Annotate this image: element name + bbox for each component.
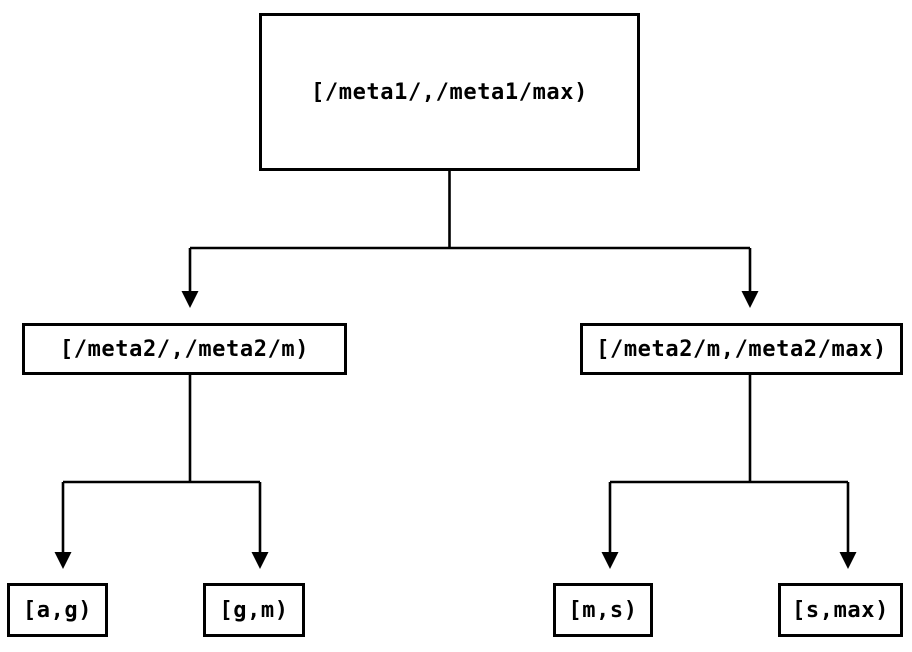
arrowhead-down-icon	[54, 552, 72, 569]
tree-node-right-child-label: [/meta2/m,/meta2/max)	[596, 336, 887, 362]
arrowhead-down-icon	[251, 552, 269, 569]
tree-node-right-child: [/meta2/m,/meta2/max)	[580, 323, 903, 375]
tree-node-leaf-gm-label: [g,m)	[219, 597, 289, 623]
arrowhead-down-icon	[839, 552, 857, 569]
tree-node-leaf-ag-label: [a,g)	[22, 597, 93, 623]
tree-node-leaf-smax-label: [s,max)	[792, 597, 889, 623]
tree-node-left-child: [/meta2/,/meta2/m)	[22, 323, 347, 375]
arrowhead-down-icon	[181, 291, 199, 308]
arrowhead-down-icon	[601, 552, 619, 569]
tree-node-leaf-ms-label: [m,s)	[568, 597, 638, 623]
tree-node-root: [/meta1/,/meta1/max)	[259, 13, 640, 171]
arrowhead-down-icon	[741, 291, 759, 308]
tree-node-leaf-smax: [s,max)	[778, 583, 903, 637]
tree-node-root-label: [/meta1/,/meta1/max)	[311, 79, 588, 105]
tree-node-leaf-gm: [g,m)	[203, 583, 305, 637]
tree-node-leaf-ag: [a,g)	[7, 583, 108, 637]
tree-node-leaf-ms: [m,s)	[553, 583, 653, 637]
tree-node-left-child-label: [/meta2/,/meta2/m)	[59, 336, 310, 362]
